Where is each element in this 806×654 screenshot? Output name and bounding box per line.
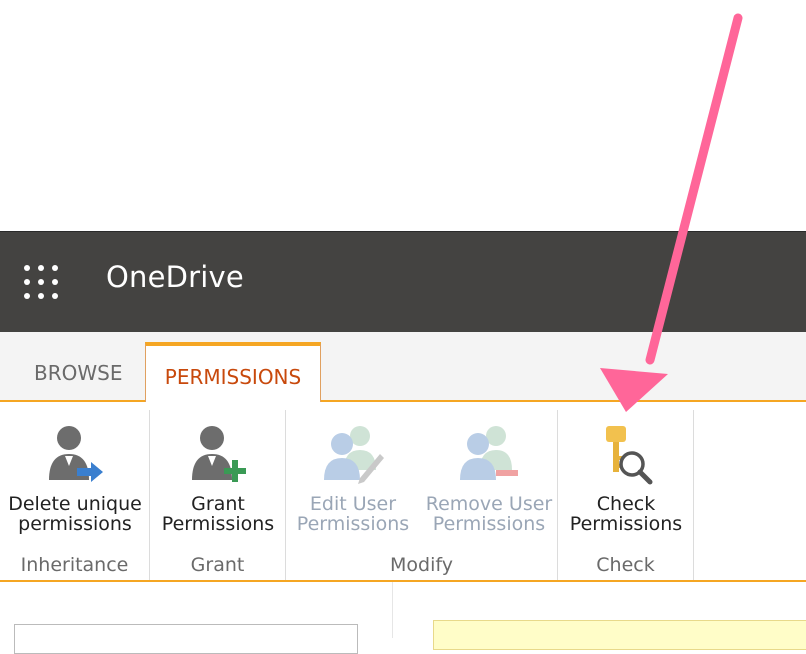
ribbon: Delete unique permissions Inheritance Gr… (0, 402, 806, 582)
remove-users-icon (460, 426, 518, 480)
delete-permissions-icon (49, 426, 103, 482)
group-inheritance: Delete unique permissions Inheritance (0, 410, 150, 580)
grant-permissions-button[interactable]: Grant Permissions (150, 420, 286, 538)
left-panel (0, 582, 393, 654)
grant-label-line1: Grant (191, 493, 245, 515)
tab-browse[interactable]: BROWSE (34, 361, 123, 385)
check-label-line2: Permissions (569, 513, 683, 535)
edit-user-permissions-button[interactable]: Edit User Permissions (286, 420, 420, 538)
group-check: Check Permissions Check (558, 410, 694, 580)
group-label-check: Check (596, 554, 655, 576)
group-label-grant: Grant (190, 554, 245, 576)
check-permissions-button[interactable]: Check Permissions (558, 420, 694, 538)
edit-users-icon (324, 426, 384, 484)
edit-user-label-line1: Edit User (309, 493, 397, 515)
group-label-modify: Modify (390, 554, 453, 576)
ribbon-tabs: BROWSE PERMISSIONS (0, 332, 806, 402)
app-title[interactable]: OneDrive (106, 260, 244, 294)
remove-user-label-line1: Remove User (425, 493, 553, 515)
edit-user-label-line2: Permissions (296, 513, 410, 535)
delete-unique-permissions-button[interactable]: Delete unique permissions (0, 420, 150, 538)
check-label-line1: Check (596, 493, 656, 515)
group-modify: Edit User Permissions Remove User Permis… (286, 410, 558, 580)
grant-label-line2: Permissions (161, 513, 275, 535)
group-grant: Grant Permissions Grant (150, 410, 286, 580)
remove-user-permissions-button[interactable]: Remove User Permissions (420, 420, 558, 538)
app-launcher-icon[interactable] (24, 265, 58, 299)
remove-user-label-line2: Permissions (432, 513, 546, 535)
tab-permissions[interactable]: PERMISSIONS (145, 342, 321, 402)
group-label-inheritance: Inheritance (20, 554, 129, 576)
key-magnifier-icon (606, 426, 653, 485)
grant-permissions-icon (192, 426, 246, 482)
annotation-arrow (600, 13, 743, 412)
delete-unique-label-line1: Delete unique (8, 493, 142, 515)
delete-unique-label-line2: permissions (18, 513, 132, 535)
